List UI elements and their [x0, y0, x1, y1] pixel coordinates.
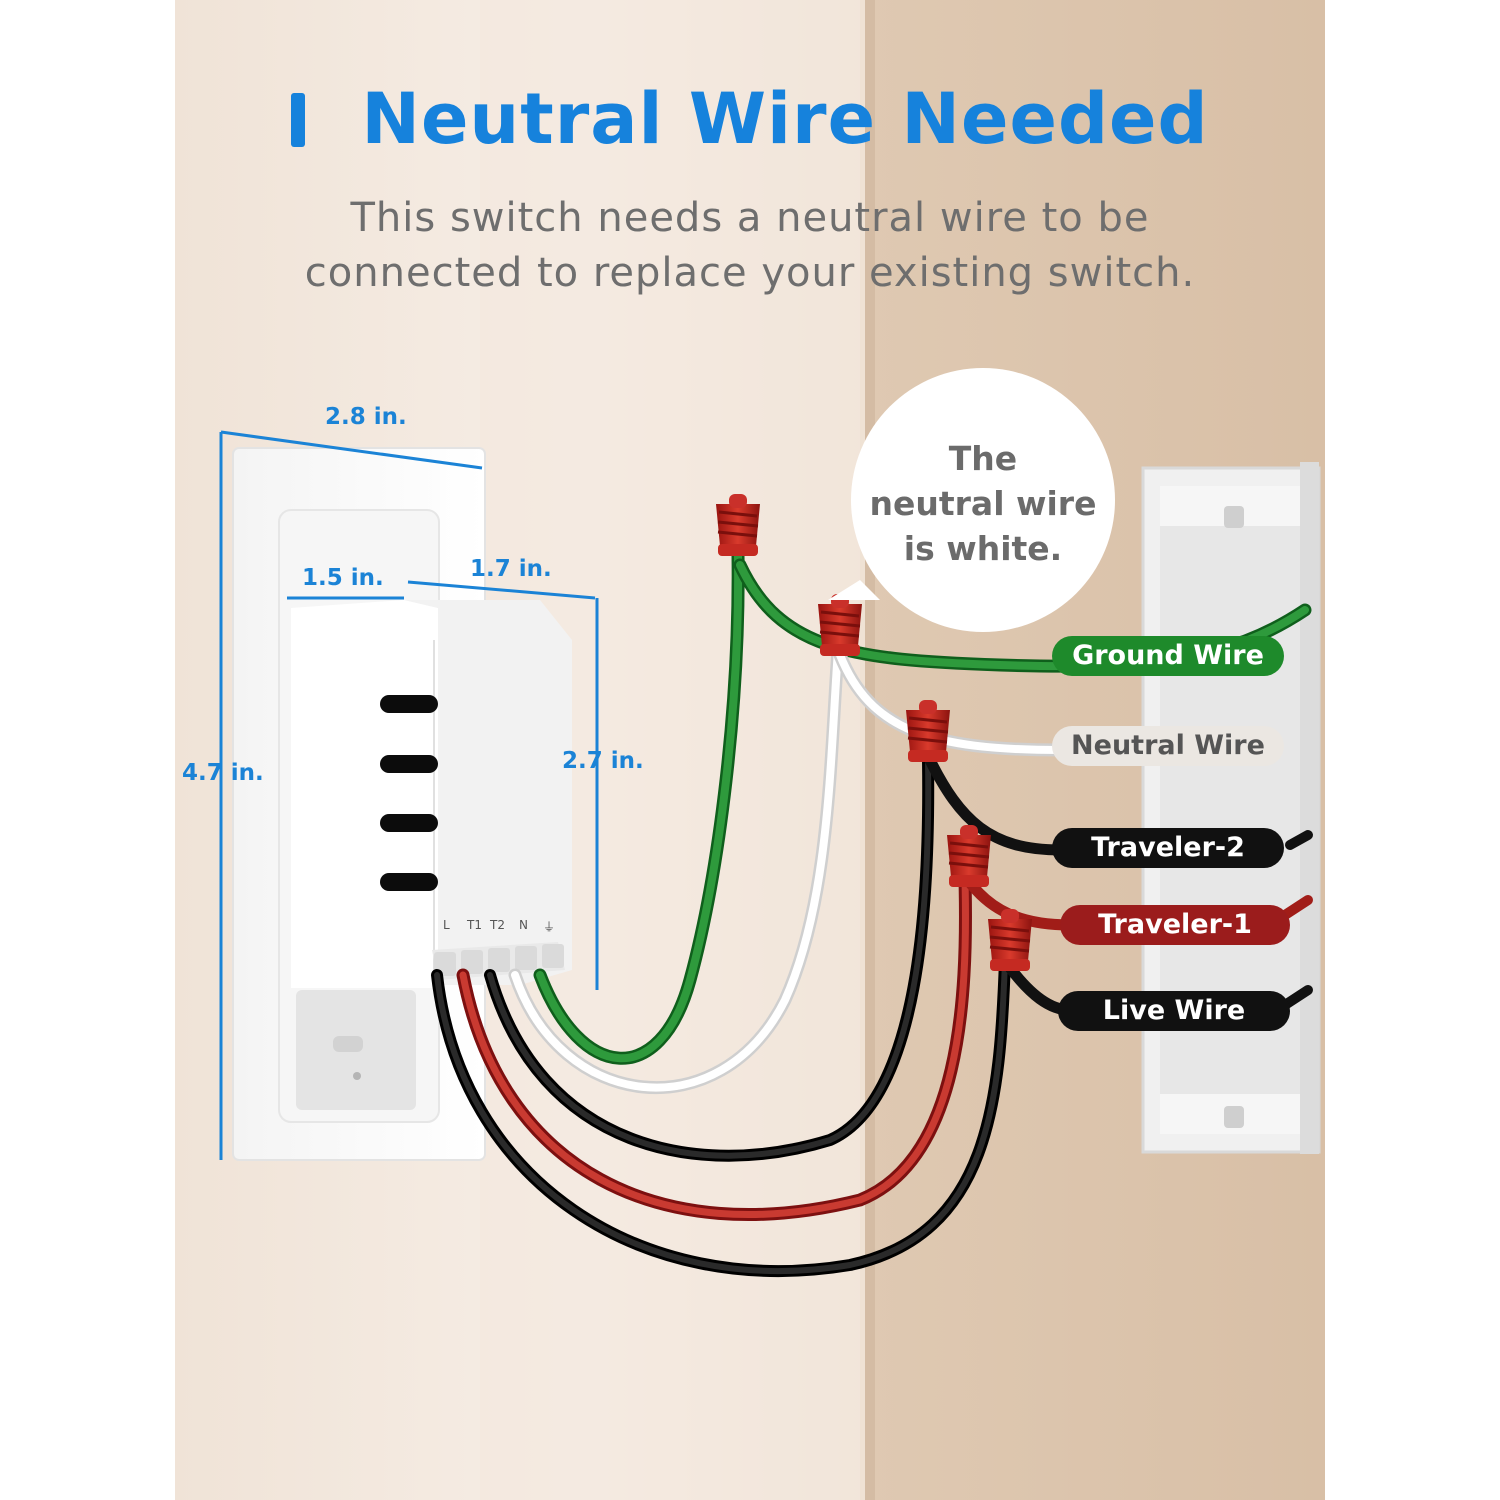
- wall-junction-box: [1141, 462, 1321, 1154]
- callout-line-1: The: [948, 439, 1018, 478]
- terminal-label-t1: T1: [467, 918, 482, 932]
- live-wire-label: Live Wire: [1058, 991, 1290, 1031]
- dimension-module-height: 2.7 in.: [562, 748, 644, 774]
- dimension-module-right: 1.7 in.: [470, 556, 552, 582]
- callout-line-2: neutral wire: [869, 484, 1097, 523]
- callout-bubble: [828, 368, 1115, 632]
- terminal-label-t2: T2: [490, 918, 505, 932]
- switch-module: [232, 447, 572, 1161]
- callout-line-3: is white.: [903, 529, 1063, 568]
- title-text: Neutral Wire Needed: [361, 78, 1209, 160]
- traveler-2-label: Traveler-2: [1052, 828, 1284, 868]
- subtitle-line-2: connected to replace your existing switc…: [304, 250, 1196, 296]
- callout-text: The neutral wire is white.: [848, 436, 1118, 571]
- ground-wire-label: Ground Wire: [1052, 636, 1284, 676]
- subtitle-line-1: This switch needs a neutral wire to be: [350, 195, 1150, 241]
- neutral-wire-label: Neutral Wire: [1052, 726, 1284, 766]
- dimension-lines: [219, 430, 599, 1160]
- terminal-label-ground: ⏚: [543, 920, 556, 934]
- dimension-height: 4.7 in.: [182, 760, 264, 786]
- title-accent-bar: [291, 93, 306, 147]
- dimension-width: 2.8 in.: [325, 404, 407, 430]
- page-title: Neutral Wire Needed: [175, 78, 1325, 160]
- traveler-1-label: Traveler-1: [1060, 905, 1290, 945]
- terminal-label-n: N: [519, 918, 528, 932]
- wires: [431, 548, 1313, 1278]
- terminal-label-l: L: [443, 918, 450, 932]
- dimension-module-left: 1.5 in.: [302, 565, 384, 591]
